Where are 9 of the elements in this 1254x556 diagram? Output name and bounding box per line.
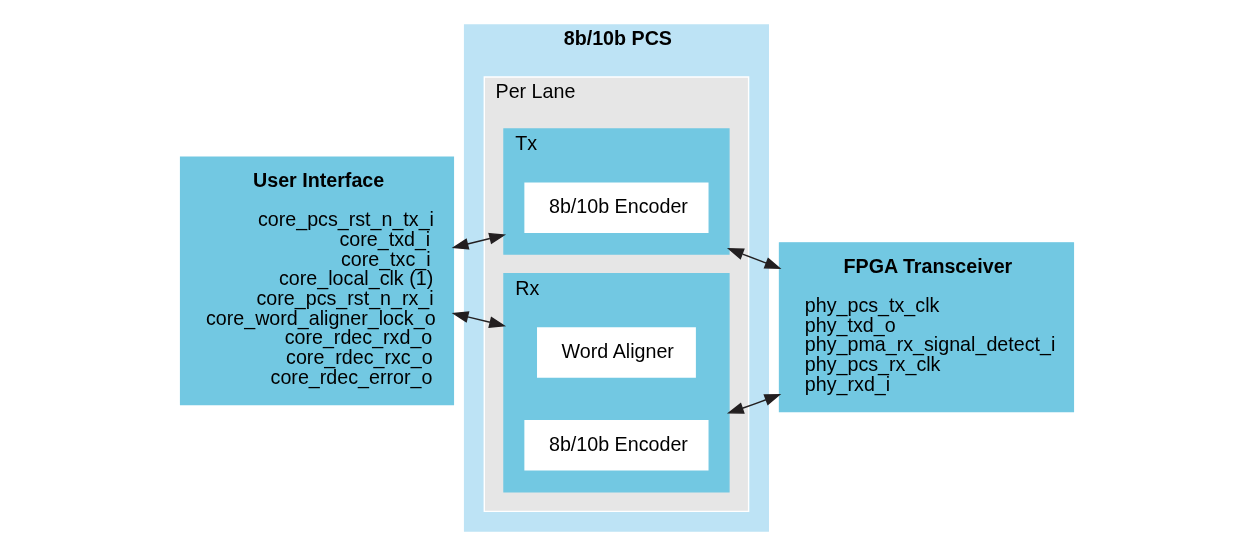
arrow bbox=[726, 248, 782, 270]
node-box: Word Aligner bbox=[535, 325, 698, 380]
arrow bbox=[726, 393, 782, 414]
node-box: 8b/10b Encoder bbox=[522, 181, 710, 235]
arrow bbox=[451, 311, 507, 328]
node-box: FPGA Transceiver phy_pcs_tx_clk phy_txd_o phy_pma_rx_signal_detect_i phy_pcs_rx_clk phy_rxd_i bbox=[778, 242, 1075, 413]
node-box: 8b/10b Encoder bbox=[522, 418, 710, 472]
node-box: User Interface core_pcs_rst_n_tx_i core_txd_i core_txc_i core_local_clk (1) core_pcs_rst_n_rx_i core_word_aligner_lock_o core_rdec_rxd_o core_rdec_rxc_o core_rdec_error_o bbox=[179, 156, 455, 406]
arrow bbox=[451, 232, 507, 250]
